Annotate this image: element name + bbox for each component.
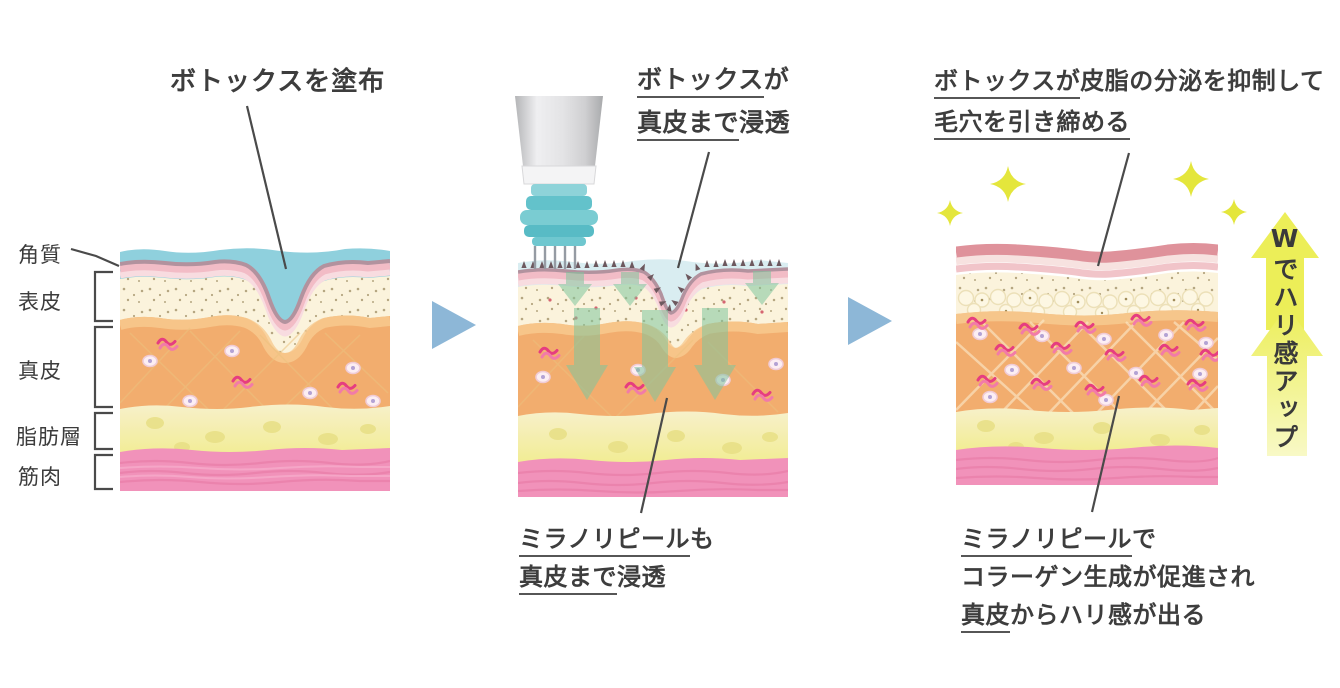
green-arrow-long <box>634 310 676 402</box>
title-text: 皮脂の分泌を抑制して <box>1080 67 1325 95</box>
panel3-title-line2: 毛穴を引き締める <box>934 102 1325 143</box>
dermis-layer <box>956 310 1218 415</box>
green-arrow-short <box>613 272 647 306</box>
connector-title3 <box>1096 152 1131 267</box>
penetration-arrows <box>558 271 779 402</box>
underlined-text: ボトックス <box>637 65 764 98</box>
caption-text: からハリ感が出る <box>1010 600 1206 629</box>
firmness-up-arrow-bottom <box>1251 306 1323 456</box>
connector-caption3 <box>1090 395 1121 513</box>
device-needle-head <box>520 184 598 246</box>
muscle-highlights <box>120 465 390 480</box>
label-dermis: 真皮 <box>18 359 62 383</box>
muscle-layer <box>518 458 788 497</box>
green-arrow-short <box>558 272 592 306</box>
step-arrow-icon-2 <box>848 297 892 345</box>
connector-corneum-label <box>70 247 120 268</box>
sparkle-icon <box>1173 161 1209 197</box>
muscle-striations <box>518 469 788 494</box>
pale-band <box>956 253 1218 271</box>
underlined-text: 毛穴を引き締める <box>934 108 1130 141</box>
panel3-caption-line2: コラーゲン生成が促進され <box>961 562 1255 591</box>
panel3-title: ボトックスが皮脂の分泌を抑制して 毛穴を引き締める <box>934 61 1325 144</box>
sparkle-icons <box>937 161 1247 226</box>
panel2-title-line1: ボトックスが <box>637 59 790 102</box>
dermis-layer <box>120 315 390 421</box>
panel2-caption: ミラノリピールも 真皮まで浸透 <box>519 521 715 597</box>
green-arrow-short <box>745 271 779 305</box>
panel3-title-line1: ボトックスが皮脂の分泌を抑制して <box>934 61 1325 102</box>
sparkle-icon <box>1221 199 1247 225</box>
muscle-layer <box>956 445 1218 485</box>
underlined-text: 真皮まで <box>637 107 740 141</box>
fat-layer <box>120 404 390 463</box>
surface-bands <box>956 243 1218 278</box>
connector-title2 <box>676 151 711 269</box>
caption-text: 浸透 <box>617 562 666 591</box>
label-fat: 脂肪層 <box>16 425 82 449</box>
panel1-title: ボトックスを塗布 <box>170 67 386 97</box>
bracket-muscle <box>93 453 113 491</box>
fat-layer <box>956 407 1218 456</box>
panel2-title: ボトックスが 真皮まで浸透 <box>637 59 790 144</box>
underlined-text: 真皮まで <box>519 562 617 595</box>
green-arrow-long <box>566 308 608 400</box>
label-muscle: 筋肉 <box>18 465 62 489</box>
skin-cross-section-1 <box>120 248 390 491</box>
pink-band <box>956 262 1218 278</box>
muscle-layer <box>120 448 390 491</box>
panel2-title-line2: 真皮まで浸透 <box>637 102 790 145</box>
fat-layer <box>518 411 788 470</box>
fat-blobs <box>977 420 1210 452</box>
firmness-up-arrow-text: Wでハリ感アップ <box>1270 224 1299 452</box>
bracket-epidermis <box>93 270 113 323</box>
device-collar <box>521 165 597 185</box>
panel3-caption-line3: 真皮からハリ感が出る <box>961 597 1255 635</box>
title-text: が <box>763 65 790 94</box>
fat-blobs <box>549 428 778 454</box>
underlined-text: ミラノリピール <box>961 525 1133 557</box>
label-epidermis: 表皮 <box>18 290 62 314</box>
green-arrow-long <box>694 308 736 400</box>
caption-text: で <box>1132 525 1157 553</box>
title-text: 浸透 <box>739 107 791 137</box>
needles <box>533 246 577 269</box>
panel2-caption-line2: 真皮まで浸透 <box>519 559 715 597</box>
underlined-text: ボトックスが <box>934 67 1081 99</box>
connector-title1 <box>245 105 288 270</box>
firmness-up-arrow-top <box>1251 212 1319 330</box>
panel3-caption-line1: ミラノリピールで <box>961 521 1255 559</box>
sparkle-icon <box>937 200 963 226</box>
skin-cross-section-3 <box>956 243 1218 485</box>
muscle-striations <box>120 459 390 486</box>
skin-cross-section-2 <box>518 259 788 497</box>
fat-blobs <box>146 417 376 452</box>
connector-caption2 <box>639 397 669 514</box>
underlined-text: ミラノリピール <box>519 525 691 557</box>
surface-bands <box>120 259 390 337</box>
panel3-caption: ミラノリピールで コラーゲン生成が促進され 真皮からハリ感が出る <box>961 521 1255 635</box>
microneedle-device <box>515 96 603 269</box>
bracket-dermis <box>93 325 113 409</box>
stratum-corneum-line <box>120 259 390 325</box>
underlined-text: 真皮 <box>961 600 1010 633</box>
panel2-caption-line1: ミラノリピールも <box>519 521 715 559</box>
bracket-fat <box>93 411 113 451</box>
device-handle <box>515 96 603 166</box>
tightened-surface-band <box>956 243 1218 263</box>
caption-text: も <box>690 525 715 553</box>
muscle-striations <box>956 456 1218 481</box>
sparkle-icon <box>990 166 1026 202</box>
step-arrow-icon-1 <box>432 301 476 349</box>
label-stratum-corneum: 角質 <box>18 243 62 267</box>
